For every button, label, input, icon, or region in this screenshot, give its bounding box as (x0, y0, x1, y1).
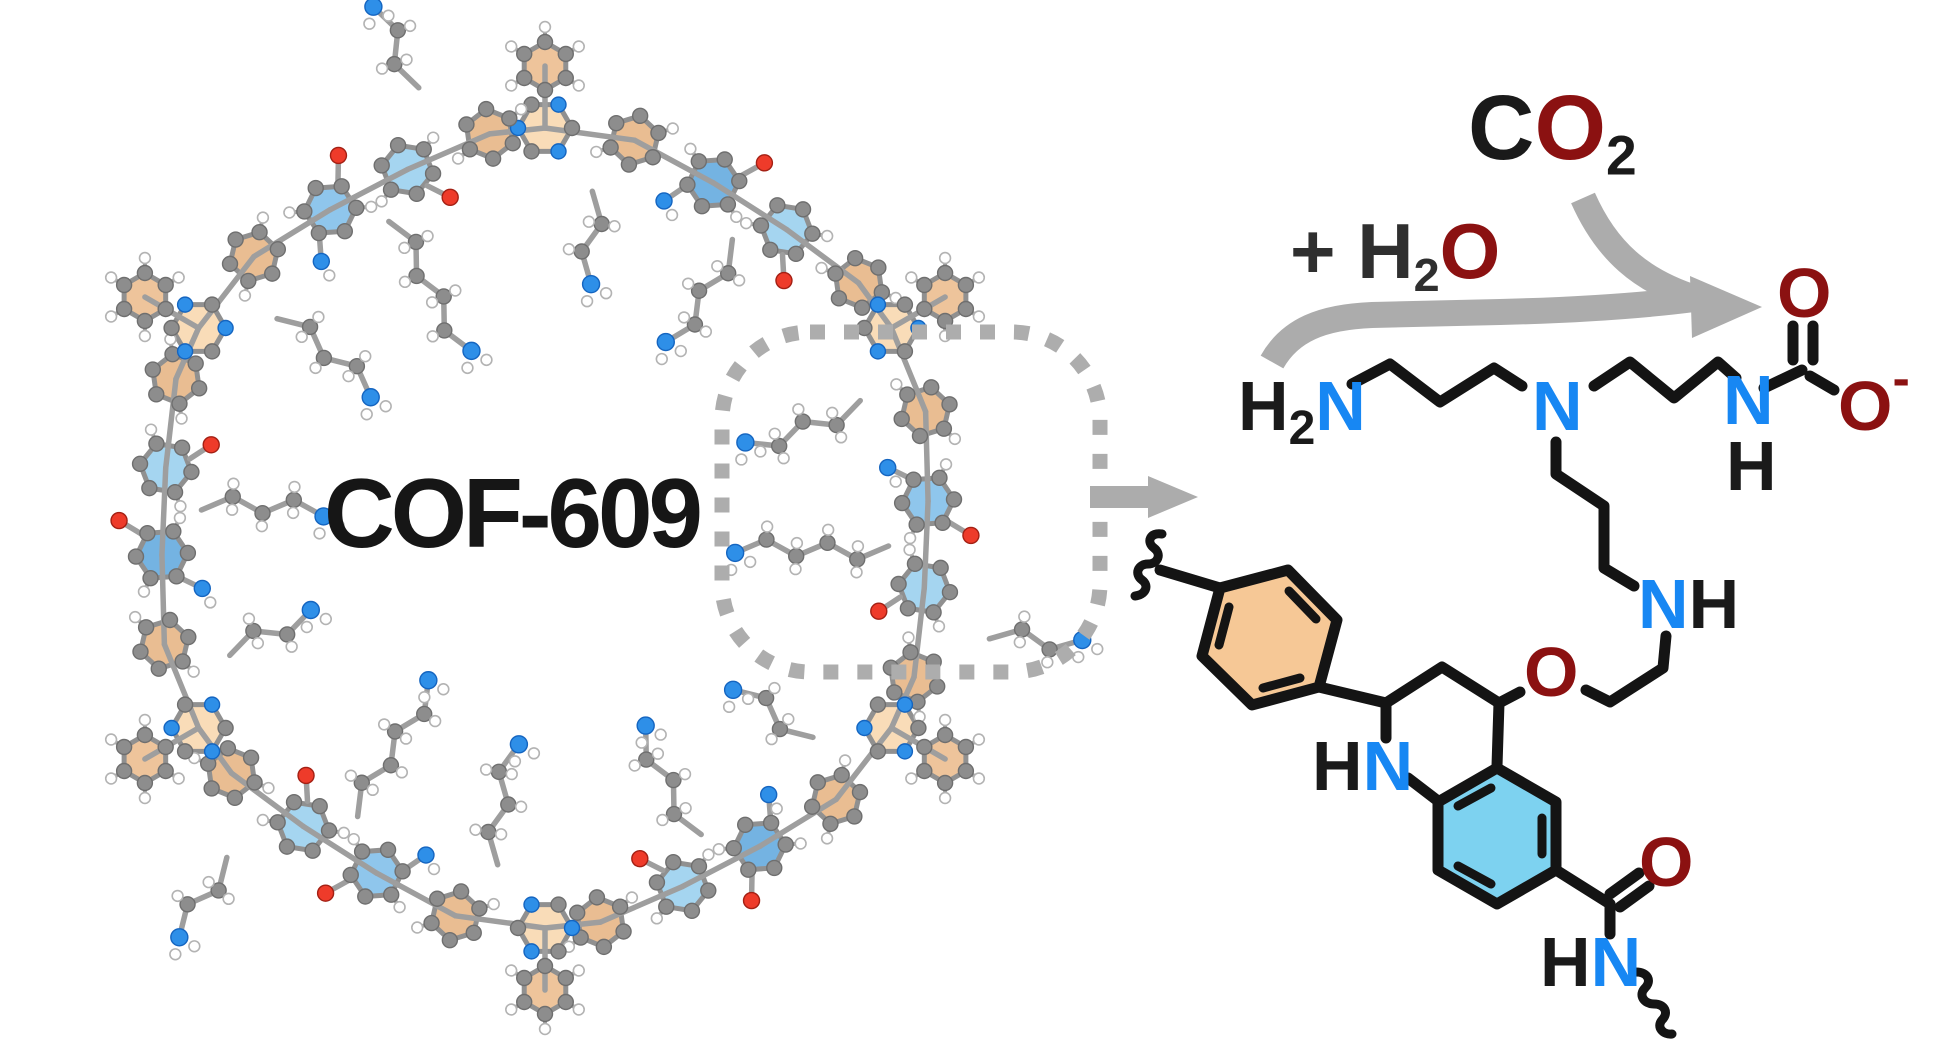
amide-oxygen-label: O (1639, 823, 1693, 901)
ring-n: N (1363, 727, 1414, 805)
secondary-h: H (1689, 565, 1740, 643)
arrowhead (1690, 276, 1762, 338)
amine-h: H (1238, 367, 1289, 445)
h2o-plus-h: + H (1290, 207, 1414, 295)
amide-nh-label: HN (1540, 923, 1641, 1001)
amine-label: H2N (1238, 367, 1366, 455)
h2o-o: O (1439, 207, 1501, 295)
ring-h: H (1312, 727, 1363, 805)
co2-label: CO2 (1468, 82, 1637, 184)
co2-sub: 2 (1606, 124, 1637, 187)
bond-lines (1154, 320, 1840, 940)
zoom-arrow (1090, 476, 1198, 518)
benzo-ring (1432, 762, 1562, 910)
wavy-bond (1130, 529, 1677, 1039)
carboxylate-oxygen-label: O- (1838, 350, 1910, 445)
amine-n: N (1315, 367, 1366, 445)
ring-nh-label: HN (1312, 727, 1413, 805)
cof-title-text: COF-609 (324, 458, 703, 568)
carbamate-nh-hydrogen: H (1726, 427, 1777, 505)
co2-c: C (1468, 77, 1535, 179)
h2o-label: + H2O (1290, 212, 1500, 299)
amine-sub: 2 (1289, 402, 1316, 455)
amide-n: N (1591, 923, 1642, 1001)
ether-oxygen-label: O (1524, 633, 1578, 711)
h2o-sub: 2 (1413, 249, 1440, 302)
polyamine-carbamate-scheme: H2N N N H O O- NH O HN O HN (1130, 254, 1910, 1039)
negative-charge: - (1892, 350, 1909, 408)
co2-o: O (1534, 77, 1607, 179)
cof-609-ball-stick-model (104, 0, 1104, 1036)
secondary-amine-label: NH (1638, 565, 1739, 643)
cof-title: COF-609 (324, 464, 703, 562)
phenylene-ring (1196, 564, 1343, 711)
reaction-arrow (1260, 192, 1762, 369)
amide-h: H (1540, 923, 1591, 1001)
secondary-n: N (1638, 565, 1689, 643)
carbamate-nitrogen-label: N (1723, 361, 1774, 439)
carbonyl-oxygen-label: O (1777, 254, 1831, 332)
central-nitrogen-label: N (1532, 367, 1583, 445)
